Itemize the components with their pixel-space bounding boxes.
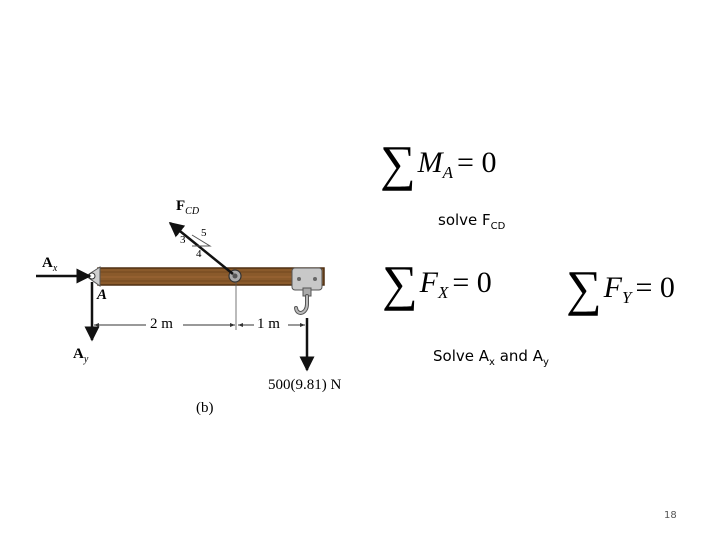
note-solve-axy-mid: and A bbox=[494, 347, 543, 365]
label-slope-3: 3 bbox=[180, 234, 186, 246]
sigma-symbol: ∑ bbox=[382, 255, 418, 311]
equation-moment-var: M bbox=[417, 146, 443, 179]
pulley-housing bbox=[291, 267, 323, 291]
label-fcd-sub: CD bbox=[185, 206, 200, 217]
figure-caption: (b) bbox=[196, 400, 214, 416]
label-ay: Ay bbox=[73, 346, 88, 365]
label-slope-5: 5 bbox=[201, 227, 207, 239]
note-solve-fcd-text: solve F bbox=[438, 211, 491, 229]
equation-moment-rhs: = 0 bbox=[457, 146, 497, 179]
dimension-lines bbox=[94, 282, 305, 330]
force-fcd-arrow bbox=[168, 222, 234, 275]
note-solve-axy: Solve Ax and Ay bbox=[433, 347, 549, 368]
equation-fx-var: F bbox=[419, 266, 438, 299]
label-ax: Ax bbox=[42, 255, 57, 274]
label-fcd: FCD bbox=[176, 198, 199, 217]
equation-fy-rhs: = 0 bbox=[635, 271, 675, 304]
label-slope-4: 4 bbox=[196, 248, 202, 260]
equation-fy: ∑ F Y = 0 bbox=[566, 263, 675, 313]
label-ax-sub: x bbox=[52, 263, 58, 274]
label-ay-main: A bbox=[73, 346, 84, 362]
equation-fx-sub: X bbox=[437, 283, 449, 302]
equation-fx-rhs: = 0 bbox=[452, 266, 492, 299]
equation-fy-sub: Y bbox=[621, 288, 632, 307]
label-fcd-main: F bbox=[176, 198, 186, 214]
slope-triangle bbox=[191, 234, 212, 247]
label-load: 500(9.81) N bbox=[268, 377, 342, 393]
sigma-symbol: ∑ bbox=[566, 260, 602, 316]
note-solve-axy-sub1: x bbox=[489, 357, 495, 368]
label-ay-sub: y bbox=[83, 354, 89, 365]
hook bbox=[294, 287, 312, 315]
equation-fx: ∑ F X = 0 bbox=[382, 258, 492, 308]
equation-fy-var: F bbox=[603, 271, 622, 304]
sigma-symbol: ∑ bbox=[380, 135, 416, 191]
beam bbox=[97, 267, 325, 286]
note-solve-axy-sub2: y bbox=[542, 357, 549, 368]
note-solve-fcd: solve FCD bbox=[438, 211, 505, 232]
label-point-a: A bbox=[97, 287, 108, 303]
equation-moment: ∑ M A = 0 bbox=[380, 138, 496, 188]
label-dim-1m: 1 m bbox=[257, 316, 280, 332]
note-solve-fcd-sub: CD bbox=[490, 221, 506, 232]
label-ax-main: A bbox=[42, 255, 53, 271]
equation-moment-sub: A bbox=[442, 163, 454, 182]
note-solve-axy-text: Solve A bbox=[433, 347, 490, 365]
page-number: 18 bbox=[664, 510, 677, 521]
label-dim-2m: 2 m bbox=[150, 316, 173, 332]
